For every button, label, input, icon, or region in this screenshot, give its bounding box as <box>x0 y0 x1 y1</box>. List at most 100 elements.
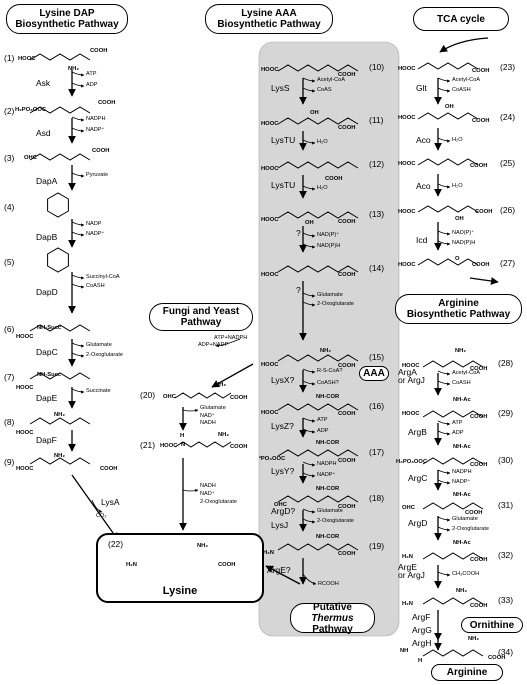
dap-chem-label: NH₂ <box>68 66 79 72</box>
dap-chem-label: COOH <box>92 148 110 154</box>
aaa-chem-label: HOOC <box>261 362 279 368</box>
aaa-compound-number: (12) <box>369 159 385 169</box>
aaa-compound-number: (17) <box>369 447 385 457</box>
dap-cofactor-label: ADP <box>86 82 98 88</box>
dap-ring-structure <box>47 192 69 218</box>
aaa-cofactor-label: NADP⁺ <box>317 472 336 478</box>
arg-chem-label: H <box>418 658 423 664</box>
aaa-cofactor-label: Glutamate <box>317 292 343 298</box>
fungi-chem-label: COOH <box>230 444 248 450</box>
aaa-cofactor-label: Acetyl-CoA <box>317 77 345 83</box>
aaa-chem-label: NH-COR <box>316 440 340 446</box>
dap-enzyme-label: DapE <box>36 393 58 403</box>
dap-chem-label: COOH <box>100 466 118 472</box>
fungi-chem-label: NH₂ <box>218 432 229 438</box>
arg-enzyme-label: ArgB <box>408 427 427 437</box>
aaa-cofactor-label: NAD(P)H <box>317 243 341 249</box>
dap-cofactor-label: Succinyl-CoA <box>86 274 120 280</box>
fungi-cofactor-label: NAD⁺ <box>200 491 215 497</box>
aaa-cofactor-arrow <box>302 472 316 478</box>
cofactor-arrows <box>71 71 451 585</box>
fungi-chem-label: NH₂ <box>215 382 226 388</box>
dap-cofactor-arrow <box>71 274 85 280</box>
arg-cofactor-arrow <box>437 420 451 426</box>
arg-enzyme-label: ArgA <box>398 367 417 377</box>
dap-compound-structure <box>29 53 91 61</box>
arg-compound-structure <box>422 649 484 657</box>
tca-cofactor-arrow <box>437 183 451 189</box>
arg-chem-label: NH₂ <box>455 348 466 354</box>
dap-chem-label: NH₂ <box>54 453 65 459</box>
fungi-compound-number: (20) <box>140 390 156 400</box>
tca-compound-structure <box>417 62 479 70</box>
dap-cofactor-label: Glutamate <box>86 342 112 348</box>
dap-chem-label: HOOC <box>18 56 36 62</box>
tca-enzyme-label: Aco <box>416 181 431 191</box>
fungi-branch-arrow <box>211 363 254 388</box>
arg-cofactor-label: Acetyl-CoA <box>452 370 480 376</box>
aaa-cofactor-arrow <box>302 139 316 145</box>
dap-chem-label: NH₂ <box>54 412 65 418</box>
aaa-tag: AAA <box>359 366 389 381</box>
tca-compound-structure <box>417 158 479 166</box>
dap-cofactor-label: Pyruvate <box>86 172 109 178</box>
aaa-chem-label: COOH <box>338 551 356 557</box>
dap-cofactor-label: 2-Oxoglutarate <box>86 352 124 358</box>
tca-cofactor-arrow <box>437 240 451 246</box>
fungi-chem-label: HOOC <box>160 443 178 449</box>
arg-chem-label: NH-Ac <box>453 540 471 546</box>
aaa-chem-label: COOH <box>338 219 356 225</box>
dap-cofactor-label: Succinate <box>86 388 111 394</box>
aaa-cofactor-arrow <box>302 368 316 374</box>
arg-chem-label: H₃PO₃OOC <box>396 459 428 465</box>
aaa-pathway-background <box>258 41 400 637</box>
aaa-cofactor-label: CoAS <box>317 87 332 93</box>
aaa-compound-structure <box>277 161 359 169</box>
aaa-chem-label: HOOC <box>261 67 279 73</box>
fungi-cofactor-label: NADH <box>200 483 216 489</box>
aaa-compound-structure <box>277 449 359 457</box>
tca-chem-label: COOH <box>472 262 490 268</box>
aaa-compound-number: (10) <box>369 62 385 72</box>
tca-cofactor-label: H₂O <box>452 137 463 143</box>
tca-chem-label: COOH <box>470 163 488 169</box>
tca-chem-label: OH <box>445 104 454 110</box>
aaa-cofactor-label: Glutamate <box>317 508 343 514</box>
tca-chem-label: HOOC <box>398 115 416 121</box>
dap-compound-structure <box>29 457 91 465</box>
aaa-chem-label: COOH <box>338 504 356 510</box>
arg-compound-number: (33) <box>498 595 514 605</box>
fungi-compound-structure <box>174 392 232 399</box>
tca-compound-number: (25) <box>500 158 516 168</box>
arg-cofactor-label: ADP <box>452 430 464 436</box>
dap-enzyme-label: DapD <box>36 287 58 297</box>
aaa-chem-label: ²PO₃OOC <box>259 456 286 462</box>
aaa-chem-label: OH <box>310 110 319 116</box>
tca-chem-label: COOH <box>475 209 493 215</box>
aaa-chem-label: NH-COR <box>316 394 340 400</box>
aaa-cofactor-arrow <box>302 417 316 423</box>
aaa-cofactor-label: CoASH? <box>317 380 339 386</box>
arg-chem-label: NH₂ <box>456 588 467 594</box>
dap-cofactor-label: NADP <box>86 221 102 227</box>
co2-label: CO₂ <box>96 513 107 519</box>
aaa-chem-label: HOOC <box>261 166 279 172</box>
dap-cofactor-label: CoASH <box>86 283 105 289</box>
aaa-compound-number: (14) <box>369 263 385 273</box>
aaa-compound-number: (19) <box>369 541 385 551</box>
dap-cofactor-label: NADPH <box>86 116 106 122</box>
aaa-cofactor-label: 2-Oxoglutarate <box>317 301 355 307</box>
dap-cofactor-label: NADP⁺ <box>86 127 105 133</box>
fungi-chem-label: COOH <box>230 395 248 401</box>
aaa-cofactor-arrow <box>302 428 316 434</box>
dap-cofactor-arrow <box>71 283 85 289</box>
aaa-cofactor-label: NADPH <box>317 461 337 467</box>
fungi-cofactor-label: NAD⁺ <box>200 413 215 419</box>
dap-compound-structure <box>29 372 91 380</box>
arg-enzyme-label: ArgE <box>398 562 417 572</box>
dap-chem-label: H₂PO₃OOC <box>15 107 47 113</box>
dap-enzyme-label: DapB <box>36 232 58 242</box>
dap-compound-structure <box>29 417 91 425</box>
arg-enzyme-label: ArgC <box>408 473 428 483</box>
